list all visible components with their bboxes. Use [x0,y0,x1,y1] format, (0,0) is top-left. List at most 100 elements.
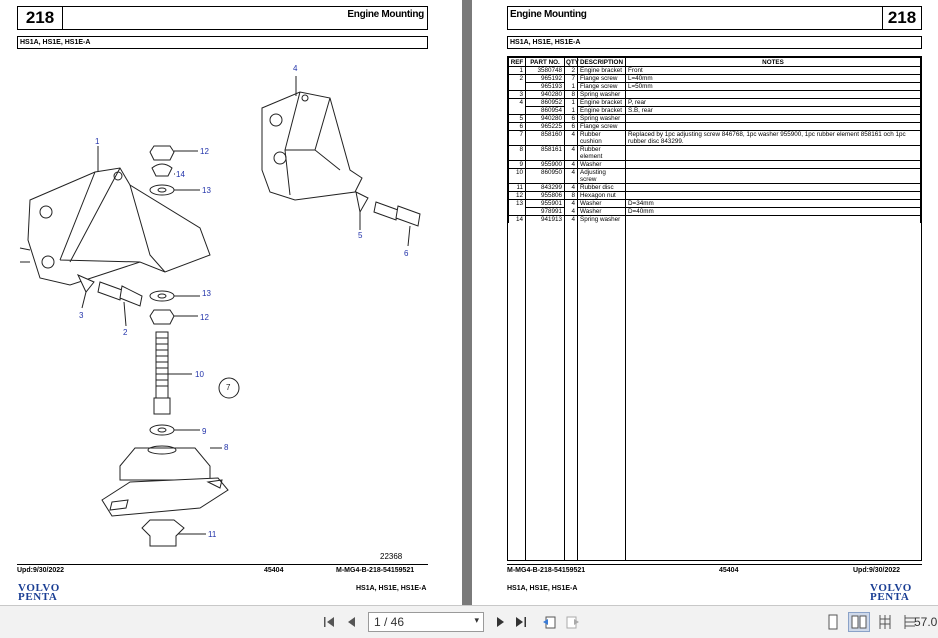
notes-cell: Replaced by 1pc adjusting screw 846768, … [625,130,921,146]
description-cell: Engine bracket [577,66,626,75]
qty-cell: 8 [564,191,578,200]
first-page-icon[interactable] [322,614,336,630]
continuous-view-icon[interactable] [876,613,894,631]
description-cell: Engine bracket [577,106,626,115]
right-models-label: HS1A, HS1E, HS1E-A [510,39,581,46]
part-no-cell: 860954 [525,106,565,115]
left-footer-models: HS1A, HS1E, HS1E-A [356,585,427,592]
rear-bracket-drawing [261,91,363,201]
left-footer-doc-code: M-MG4-B-218-54159521 [336,567,415,574]
col-qty: QTY [564,57,579,67]
notes-cell [625,160,921,169]
ref-cell: 8 [508,145,526,161]
callout-12a: 12 [200,147,209,156]
page-number-field[interactable]: 1 / 46 ▾ [368,612,484,632]
right-page: Engine Mounting 218 HS1A, HS1E, HS1E-A R… [472,0,938,605]
qty-cell: 4 [564,215,578,223]
col-ref: REF [508,57,526,67]
ref-cell: 7 [508,130,526,146]
footer-rule [17,564,428,565]
notes-cell: Front [625,66,921,75]
description-cell: Hexagon nut [577,191,626,200]
adjusting-screw-drawing [153,331,171,415]
part-no-cell: 940280 [525,90,565,99]
callout-13a: 13 [202,186,211,195]
qty-cell: 4 [564,168,578,184]
ref-cell: 2 [508,74,526,83]
part-no-cell: 965193 [525,82,565,91]
part-no-cell: 3580748 [525,66,565,75]
right-page-number: 218 [887,8,917,27]
go-forward-view-icon[interactable] [564,613,582,631]
col-notes: NOTES [625,57,921,67]
section-title-box: Engine Mounting [62,6,428,30]
callout-3: 3 [79,311,84,320]
notes-cell: S.B, rear [625,106,921,115]
part-no-cell: 843299 [525,183,565,192]
front-bracket-drawing [19,167,211,286]
last-page-icon[interactable] [514,614,528,630]
description-cell: Adjusting screw [577,168,626,184]
ref-cell: 10 [508,168,526,184]
section-title: Engine Mounting [347,9,424,20]
right-footer-models: HS1A, HS1E, HS1E-A [507,585,578,592]
ref-cell: 13 [508,199,526,208]
description-cell: Flange screw [577,74,626,83]
right-footer-updated: Upd:9/30/2022 [853,567,901,574]
notes-cell [625,191,921,200]
qty-cell: 1 [564,98,578,107]
description-cell: Flange screw [577,82,626,91]
page-gap-view-icon[interactable] [902,613,918,631]
qty-cell: 6 [564,114,578,123]
go-back-view-icon[interactable] [540,613,558,631]
single-page-view-icon[interactable] [824,613,842,631]
right-models-box: HS1A, HS1E, HS1E-A [507,36,922,49]
models-box: HS1A, HS1E, HS1E-A [17,36,428,49]
qty-cell: 4 [564,183,578,192]
page-separator [462,0,472,605]
notes-cell: D=40mm [625,207,921,216]
zoom-level[interactable]: 57.0 [914,615,938,629]
right-footer-rule [507,564,922,565]
callout-14: 14 [176,170,185,179]
ref-cell: 12 [508,191,526,200]
two-page-view-icon[interactable] [848,612,870,632]
qty-cell: 2 [564,66,578,75]
right-section-title: Engine Mounting [510,9,587,20]
callout-5: 5 [358,231,363,240]
page-dropdown-icon[interactable]: ▾ [474,615,479,625]
ref-cell: 11 [508,183,526,192]
description-cell: Rubber element [577,145,626,161]
callout-6: 6 [404,249,409,258]
table-header-row: REF PART NO. QTY DESCRIPTION NOTES [508,57,921,67]
qty-cell: 8 [564,90,578,99]
callout-10: 10 [195,370,204,379]
screw-2-drawing [97,281,143,307]
description-cell: Washer [577,160,626,169]
qty-cell: 1 [564,82,578,91]
ref-cell: 4 [508,98,526,107]
next-page-icon[interactable] [494,614,508,630]
qty-cell: 7 [564,74,578,83]
top-stack-drawing [149,145,175,325]
callout-9: 9 [202,427,207,436]
right-footer-doc-code: M-MG4-B-218-54159521 [507,567,586,574]
part-no-cell: 955806 [525,191,565,200]
rubber-element-drawing [101,445,229,517]
part-no-cell: 955901 [525,199,565,208]
description-cell: Rubber cushion [577,130,626,146]
part-no-cell: 965192 [525,74,565,83]
notes-cell: L=50mm [625,82,921,91]
part-no-cell: 858160 [525,130,565,146]
previous-page-icon[interactable] [344,614,358,630]
